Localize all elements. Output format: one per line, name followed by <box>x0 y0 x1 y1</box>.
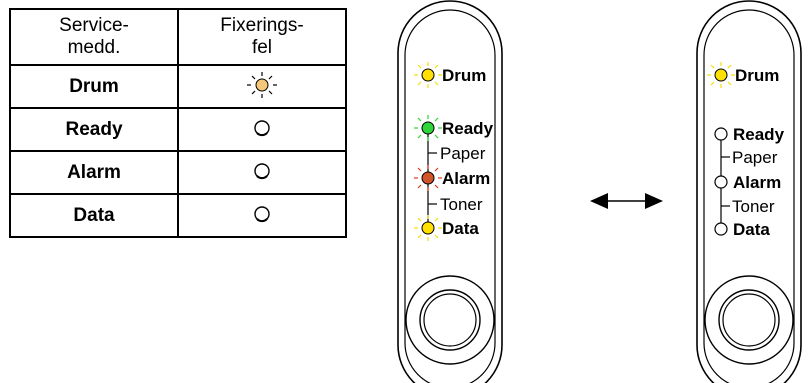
left-data-led <box>414 215 442 241</box>
row-led-ready <box>177 107 347 152</box>
left-label-paper: Paper <box>440 144 486 163</box>
header-fuser-line1: Fixerings- <box>220 15 304 36</box>
header-fuser-line2: fel <box>251 37 273 58</box>
left-label-alarm: Alarm <box>442 169 490 188</box>
right-control-panel: Drum Ready Paper Alarm Toner Data <box>696 0 802 383</box>
alternating-arrow-icon <box>590 193 663 209</box>
row-led-data <box>177 193 347 238</box>
left-label-ready: Ready <box>442 119 494 138</box>
header-service-message: Service- medd. <box>9 8 179 66</box>
left-drum-led <box>414 62 442 88</box>
blinking-led-icon <box>247 71 277 98</box>
led-status-table: Service- medd. Fixerings- fel Drum <box>9 8 347 238</box>
header-service-line1: Service- <box>59 15 129 36</box>
row-label-alarm: Alarm <box>9 150 179 195</box>
right-panel-button-ring <box>704 275 794 365</box>
right-label-paper: Paper <box>732 148 778 167</box>
right-data-led <box>714 222 728 236</box>
off-led-icon <box>254 119 270 136</box>
left-label-data: Data <box>442 219 479 238</box>
row-led-drum <box>177 64 347 109</box>
row-led-alarm <box>177 150 347 195</box>
left-label-drum: Drum <box>442 66 486 85</box>
row-label-data: Data <box>9 193 179 238</box>
row-label-ready: Ready <box>9 107 179 152</box>
right-label-ready: Ready <box>733 125 785 144</box>
right-label-data: Data <box>733 220 770 239</box>
row-label-drum: Drum <box>9 64 179 109</box>
left-ready-led <box>414 115 442 141</box>
right-label-toner: Toner <box>732 197 775 216</box>
right-ready-led <box>714 127 728 141</box>
off-led-icon <box>254 205 270 222</box>
right-alarm-led <box>714 175 728 189</box>
right-label-alarm: Alarm <box>733 173 781 192</box>
header-service-line2: medd. <box>67 37 121 58</box>
off-led-icon <box>254 162 270 179</box>
left-alarm-led <box>414 165 442 191</box>
left-label-toner: Toner <box>440 195 483 214</box>
right-panel-button[interactable] <box>718 289 780 351</box>
left-panel-button-ring <box>405 275 495 365</box>
right-label-drum: Drum <box>735 66 779 85</box>
header-fuser-error: Fixerings- fel <box>177 8 347 66</box>
right-drum-led <box>707 62 735 88</box>
left-control-panel: Drum Ready Paper Alarm Toner Data <box>397 0 503 383</box>
left-panel-button[interactable] <box>419 289 481 351</box>
